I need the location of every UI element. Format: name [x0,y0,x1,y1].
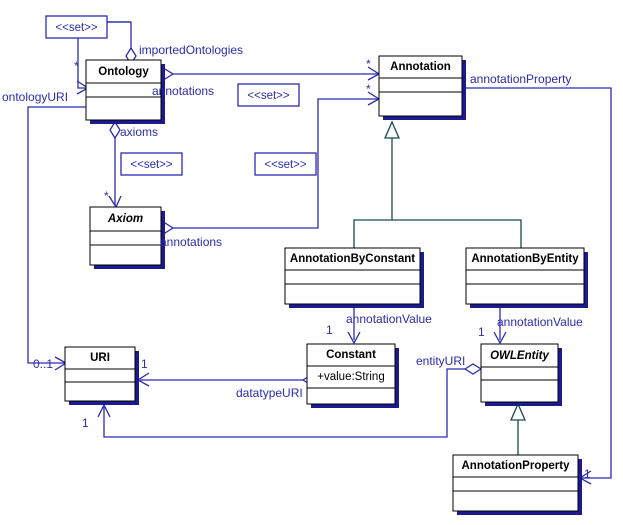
stereotype-note-set2[interactable]: <<set>> [237,83,300,107]
class-name-constant: Constant [326,349,376,361]
stereotype-label-set3: <<set>> [130,159,172,171]
role-label-entity-uri: entityURI [416,354,465,368]
stereotype-label-set2: <<set>> [247,90,289,102]
role-label-annotation-property: annotationProperty [470,72,571,86]
class-name-uri: URI [90,352,110,364]
class-name-owl-entity: OWLEntity [490,350,549,362]
stereotype-note-set3[interactable]: <<set>> [120,152,183,176]
multiplicity-annotation-star-1: * [366,57,371,71]
class-box-annotation-property[interactable]: AnnotationProperty [452,454,582,515]
class-name-annotation-by-entity: AnnotationByEntity [471,253,579,265]
role-label-imported-ontologies: importedOntologies [139,43,243,57]
association-datatype-uri[interactable] [136,372,321,387]
role-label-annotation-value-entity: annotationValue [497,315,583,329]
stereotype-note-set1[interactable]: <<set>> [45,15,131,39]
multiplicity-abc-1: 1 [326,323,333,337]
multiplicity-uri-0-1: 0..1 [33,357,53,371]
role-label-ontology-uri: ontologyURI [2,90,68,104]
class-box-uri[interactable]: URI [64,346,139,405]
multiplicity-annotation-star-2: * [366,82,371,96]
class-box-owl-entity[interactable]: OWLEntity [480,343,562,406]
role-label-datatype-uri: datatypeURI [236,386,303,400]
multiplicity-ap-1: 1 [584,467,591,481]
class-name-annotation-by-constant: AnnotationByConstant [290,253,415,265]
multiplicity-axiom-star: * [104,189,109,203]
class-box-constant[interactable]: Constant +value:String [306,343,399,408]
generalization-annotation-property[interactable] [510,402,526,455]
association-ontology-annotations[interactable] [155,66,381,81]
role-label-annotations-ontology: annotations [152,84,214,98]
multiplicity-uri-1-bottom: 1 [82,416,89,430]
multiplicity-ontology-star: * [74,59,79,73]
stereotype-note-set4[interactable]: <<set>> [254,152,317,176]
multiplicity-uri-1-right: 1 [141,357,148,371]
role-label-annotations-axiom: annotations [160,235,222,249]
generalization-annotation-subclasses[interactable] [353,120,522,248]
stereotype-label-set1: <<set>> [55,22,97,34]
class-box-annotation-by-constant[interactable]: AnnotationByConstant [284,247,424,308]
class-box-axiom[interactable]: Axiom [89,206,165,269]
role-label-axioms: axioms [120,125,158,139]
class-box-ontology[interactable]: Ontology [85,59,165,124]
association-annotation-value-constant[interactable] [347,307,361,345]
stereotype-label-set4: <<set>> [264,159,306,171]
class-box-annotation-by-entity[interactable]: AnnotationByEntity [465,247,588,308]
class-name-annotation-property: AnnotationProperty [462,460,571,472]
class-name-axiom: Axiom [107,213,143,225]
association-annotation-value-entity[interactable] [493,307,507,345]
class-name-ontology: Ontology [98,66,149,78]
class-name-annotation: Annotation [390,61,451,73]
class-attribute-constant-value: +value:String [317,371,384,383]
role-label-annotation-value-constant: annotationValue [346,312,432,326]
association-entity-uri[interactable] [97,363,483,438]
multiplicity-abe-1: 1 [478,325,485,339]
class-box-annotation[interactable]: Annotation [378,55,466,120]
